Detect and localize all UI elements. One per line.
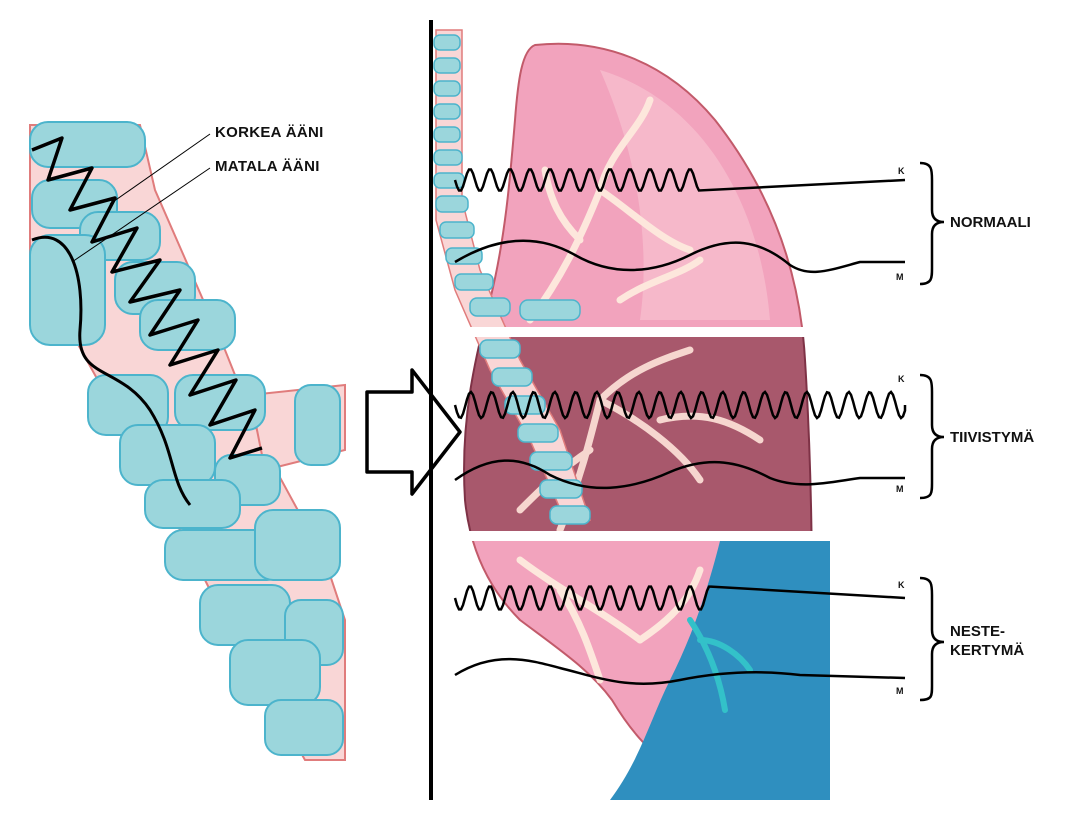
consolidation-group-label: TIIVISTYMÄ [950, 429, 1035, 446]
lung-normal-section [463, 42, 813, 327]
consolidation-m-label: M [896, 484, 904, 494]
normal-m-label: M [896, 272, 904, 282]
effusion-k-label: K [898, 580, 905, 590]
lung-sound-waves [453, 168, 907, 685]
effusion-m-label: M [896, 686, 904, 696]
bronchus-closeup [29, 121, 346, 761]
low-sound-label: MATALA ÄÄNI [215, 158, 320, 175]
effusion-group-label: NESTE- KERTYMÄ [950, 623, 1025, 659]
curly-brace-icons [919, 161, 945, 702]
cartilage-rings [29, 121, 344, 756]
trachea-column [433, 29, 592, 525]
high-sound-label: KORKEA ÄÄNI [215, 124, 324, 141]
normal-k-label: K [898, 166, 905, 176]
high-sound-wave [31, 136, 263, 460]
normal-group-label: NORMAALI [950, 214, 1031, 231]
consolidation-k-label: K [898, 374, 905, 384]
low-sound-wave [31, 235, 192, 506]
arrow-right-outline-icon [365, 368, 462, 496]
